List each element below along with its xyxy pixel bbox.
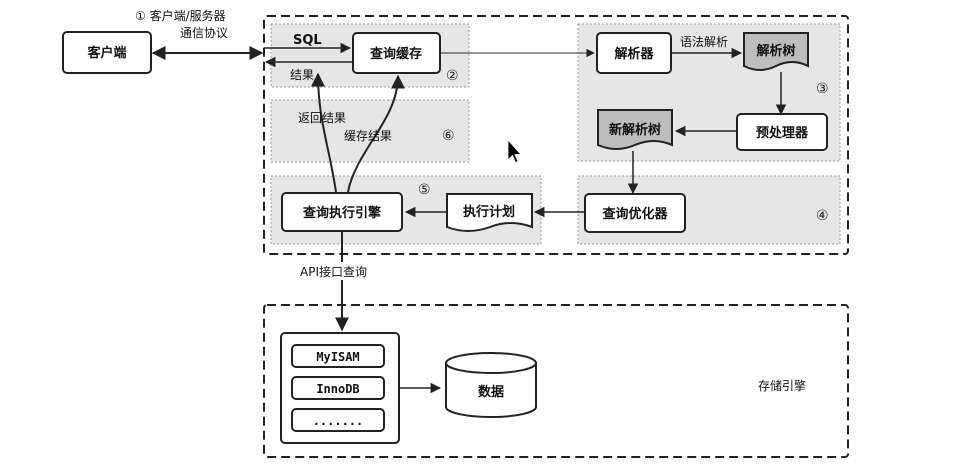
parse-tree-shape <box>743 32 809 71</box>
optimizer-box <box>584 193 686 233</box>
preprocessor-box <box>736 113 828 151</box>
engine-myisam-label: MyISAM <box>316 350 359 364</box>
parse-tree-label: 解析树 <box>755 43 795 59</box>
engine-more-label: ....... <box>313 414 364 428</box>
step-6: ⑥ <box>442 128 455 144</box>
new-parse-tree-shape <box>597 109 673 150</box>
client-label: 客户端 <box>87 45 126 61</box>
exec-engine-box <box>281 192 403 232</box>
api-query-label: API接口查询 <box>300 264 367 279</box>
parser-box <box>596 32 672 74</box>
parser-label: 解析器 <box>613 46 654 62</box>
exec-engine-label: 查询执行引擎 <box>302 205 381 221</box>
protocol-label-line2: 通信协议 <box>180 25 228 40</box>
data-cylinder-top <box>445 352 537 374</box>
step-2: ② <box>446 68 459 84</box>
storage-engine-label: 存储引擎 <box>758 378 806 393</box>
cache-result-label: 缓存结果 <box>344 129 392 143</box>
result-label: 结果 <box>290 68 314 82</box>
protocol-label-line1: ① 客户端/服务器 <box>135 8 226 23</box>
query-cache-box <box>352 32 441 74</box>
step-3: ③ <box>816 81 829 97</box>
exec-plan-shape <box>446 193 533 232</box>
query-cache-label: 查询缓存 <box>369 46 422 62</box>
engine-myisam-box <box>291 344 385 368</box>
sql-label: SQL <box>293 33 322 48</box>
syntax-parse-label: 语法解析 <box>680 35 728 49</box>
engine-more-box <box>291 408 385 432</box>
data-label: 数据 <box>478 384 504 400</box>
step-5: ⑤ <box>418 182 431 198</box>
client-box <box>62 31 152 74</box>
api-label-bg <box>298 262 390 280</box>
engine-innodb-box <box>291 376 385 400</box>
cache-result-arrow <box>347 74 405 193</box>
server-layer-boundary <box>263 15 849 255</box>
preprocessor-label: 预处理器 <box>756 125 809 141</box>
mouse-pointer-icon <box>507 138 522 164</box>
engine-innodb-label: InnoDB <box>316 382 359 396</box>
exec-plan-label: 执行计划 <box>463 204 515 220</box>
zone-cache-result <box>270 99 470 163</box>
data-cylinder-body <box>445 363 537 418</box>
optimizer-label: 查询优化器 <box>601 206 668 222</box>
step-4: ④ <box>816 208 829 224</box>
return-result-arrow <box>311 72 337 193</box>
return-result-label: 返回结果 <box>298 111 346 125</box>
storage-layer-boundary <box>263 304 849 458</box>
new-parse-tree-label: 新解析树 <box>609 122 661 138</box>
